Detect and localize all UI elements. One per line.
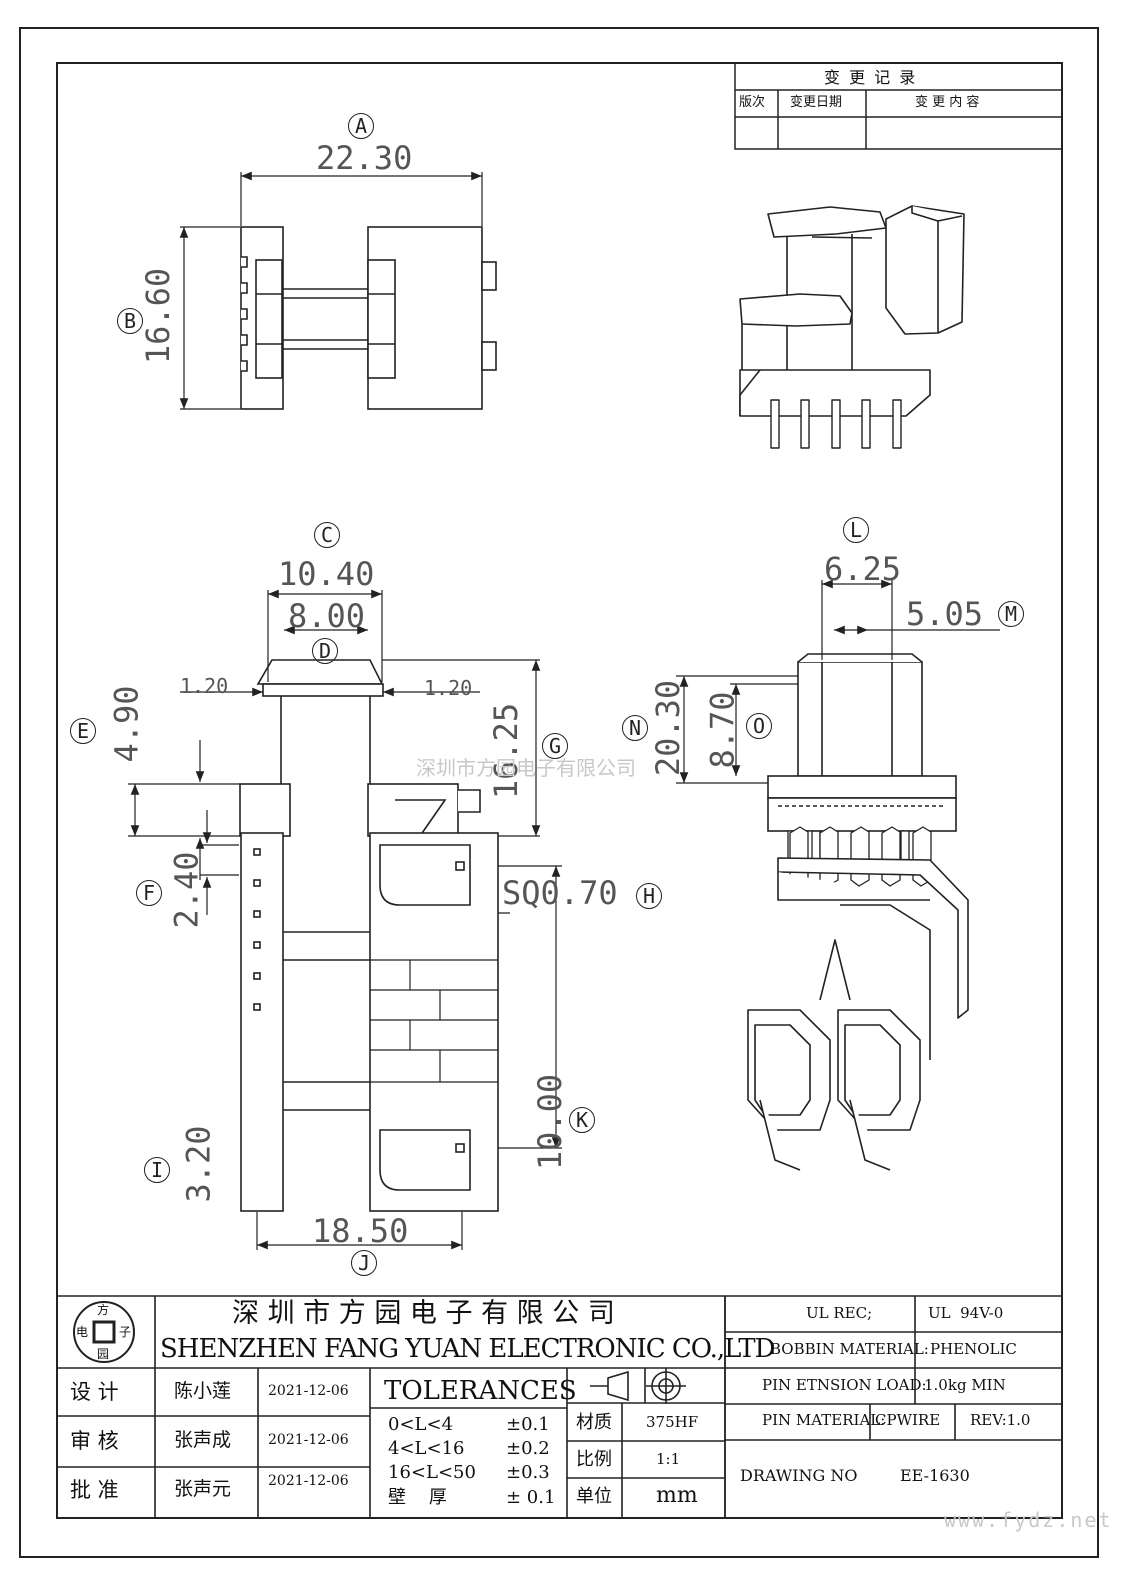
- view-isometric-bottom: [747, 826, 969, 1171]
- dim-d-label: D: [312, 638, 338, 664]
- dim-g-value: 16.25: [487, 702, 526, 800]
- revision-number: REV:1.0: [970, 1411, 1031, 1429]
- tolerance-range-4: 壁 厚: [388, 1487, 447, 1508]
- dim-j-value: 18.50: [312, 1212, 409, 1250]
- dim-n-value: 20.30: [649, 679, 688, 777]
- company-name-cn: 深 圳 市 方 园 电 子 有 限 公 司: [232, 1298, 615, 1329]
- view-bottom: [240, 832, 499, 1212]
- company-logo-icon: [73, 1301, 135, 1363]
- revision-col-content: 变 更 内 容: [915, 95, 980, 110]
- view-isometric-top: [739, 205, 965, 449]
- pin-load-value: 1.0kg MIN: [924, 1376, 1006, 1394]
- date-approve: 2021-12-06: [268, 1473, 349, 1489]
- scale-value: 1:1: [656, 1450, 681, 1468]
- tolerance-range-1: 0<L<4: [388, 1414, 454, 1435]
- dim-l-label: L: [843, 517, 869, 543]
- dim-h-value: SQ0.70: [502, 874, 618, 912]
- date-design: 2021-12-06: [268, 1383, 349, 1399]
- name-design: 陈小莲: [174, 1380, 232, 1402]
- bobbin-material-label: BOBBIN MATERIAL:: [770, 1340, 929, 1358]
- revision-table-title: 变 更 记 录: [824, 68, 918, 87]
- tolerance-range-3: 16<L<50: [388, 1462, 476, 1483]
- tolerance-value-4: ± 0.1: [506, 1487, 556, 1508]
- bobbin-material-value: PHENOLIC: [930, 1340, 1017, 1358]
- drawing-no-label: DRAWING NO: [740, 1466, 858, 1485]
- role-design: 设 计: [70, 1380, 119, 1404]
- inner-border: [56, 62, 1063, 1519]
- role-review: 审 核: [70, 1429, 119, 1453]
- dim-c-value: 10.40: [278, 555, 375, 593]
- dim-e-label: E: [70, 718, 96, 744]
- name-approve: 张声元: [174, 1478, 232, 1500]
- ul-rec-value: UL 94V-0: [928, 1304, 1004, 1322]
- dim-d-value: 8.00: [288, 597, 366, 635]
- dim-m-value: 5.05: [906, 595, 984, 633]
- dim-f-value: 2.40: [167, 851, 206, 929]
- dim-e-value: 4.90: [107, 685, 146, 763]
- dim-k-label: K: [569, 1107, 595, 1133]
- logo-char-top: 方: [97, 1303, 110, 1317]
- dim-m-label: M: [998, 601, 1024, 627]
- pin-material-label: PIN MATERIAL:: [762, 1411, 886, 1429]
- logo-char-right: 子: [119, 1325, 132, 1339]
- dim-k-value: 10.00: [531, 1073, 570, 1171]
- dim-flange-left: 1.20: [180, 674, 229, 698]
- dim-n-label: N: [622, 715, 648, 741]
- outer-border: [19, 27, 1099, 1558]
- dim-a-label: A: [348, 113, 374, 139]
- unit-value: mm: [656, 1483, 698, 1508]
- projection-symbol-icon: [590, 1368, 686, 1404]
- dim-g-label: G: [542, 733, 568, 759]
- tolerance-value-2: ±0.2: [506, 1438, 550, 1459]
- dimension-lines-side: [676, 579, 1000, 784]
- tolerance-range-2: 4<L<16: [388, 1438, 465, 1459]
- dim-c-label: C: [314, 522, 340, 548]
- dim-i-label: I: [144, 1157, 170, 1183]
- dim-b-label: B: [117, 308, 143, 334]
- dim-o-value: 8.70: [703, 691, 742, 769]
- scale-label: 比例: [576, 1449, 612, 1470]
- material-value: 375HF: [646, 1413, 699, 1431]
- dim-a-value: 22.30: [316, 139, 413, 177]
- unit-label: 单位: [576, 1486, 612, 1507]
- revision-table-grid: [734, 62, 1063, 150]
- dim-f-label: F: [136, 880, 162, 906]
- dim-b-value: 16.60: [139, 267, 178, 365]
- material-label: 材质: [576, 1412, 612, 1433]
- tolerance-value-3: ±0.3: [506, 1462, 550, 1483]
- drawing-no-value: EE-1630: [900, 1466, 970, 1485]
- dimension-lines-A-B: [179, 171, 483, 410]
- role-approve: 批 准: [70, 1478, 119, 1502]
- dimension-lines-bottom: [200, 810, 562, 1250]
- tolerance-value-1: ±0.1: [506, 1414, 550, 1435]
- ul-rec-label: UL REC;: [806, 1304, 873, 1322]
- date-review: 2021-12-06: [268, 1432, 349, 1448]
- company-name-en: SHENZHEN FANG YUAN ELECTRONIC CO.,LTD: [160, 1334, 775, 1364]
- pin-material-value: CPWIRE: [875, 1411, 941, 1429]
- dim-o-label: O: [746, 713, 772, 739]
- dim-flange-right: 1.20: [424, 676, 473, 700]
- logo-char-bottom: 园: [97, 1347, 110, 1361]
- view-top-left: [240, 226, 497, 410]
- watermark-center: 深圳市方园电子有限公司: [416, 756, 636, 780]
- title-block-grid: [57, 1295, 1062, 1518]
- dimension-lines-front: [128, 589, 541, 918]
- name-review: 张声成: [174, 1429, 232, 1451]
- tolerances-title: TOLERANCES: [384, 1376, 577, 1406]
- revision-col-version: 版次: [739, 95, 766, 110]
- pin-load-label: PIN ETNSION LOAD:: [762, 1376, 927, 1394]
- dim-j-label: J: [351, 1250, 377, 1276]
- logo-char-left: 电: [76, 1325, 89, 1339]
- revision-col-date: 变更日期: [790, 95, 843, 110]
- watermark-corner: www.fydz.net: [944, 1508, 1113, 1532]
- dim-h-label: H: [636, 883, 662, 909]
- dim-i-value: 3.20: [179, 1125, 218, 1203]
- dim-l-value: 6.25: [824, 550, 902, 588]
